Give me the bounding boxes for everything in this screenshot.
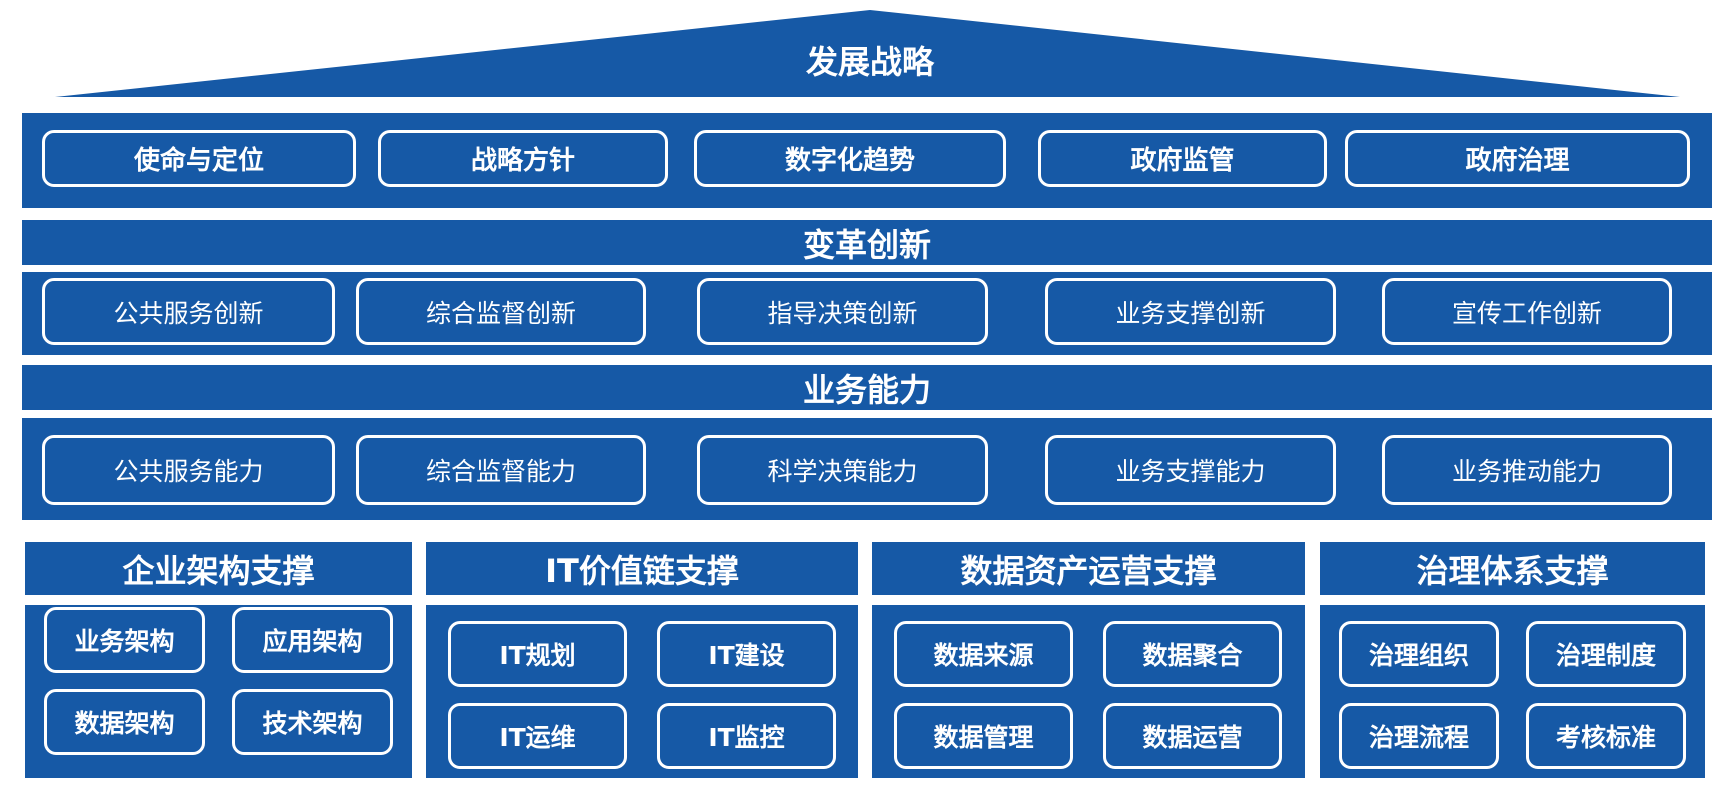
capability-item: 业务支撑能力 xyxy=(1045,435,1336,505)
support-title: 治理体系支撑 xyxy=(1320,542,1705,595)
innovation-item: 宣传工作创新 xyxy=(1382,278,1672,345)
capability-item: 公共服务能力 xyxy=(42,435,335,505)
strategy-item: 政府治理 xyxy=(1345,130,1690,187)
support-item: IT规划 xyxy=(448,621,627,687)
support-title: 数据资产运营支撑 xyxy=(872,542,1305,595)
capability-item: 科学决策能力 xyxy=(697,435,988,505)
innovation-item: 业务支撑创新 xyxy=(1045,278,1336,345)
support-title: IT价值链支撑 xyxy=(426,542,858,595)
innovation-item: 指导决策创新 xyxy=(697,278,988,345)
roof-shape xyxy=(55,10,1680,97)
support-item: 治理组织 xyxy=(1339,621,1499,687)
capability-item: 业务推动能力 xyxy=(1382,435,1672,505)
support-item: 数据聚合 xyxy=(1103,621,1282,687)
support-item: 技术架构 xyxy=(232,689,393,755)
strategy-item: 战略方针 xyxy=(378,130,668,187)
support-item: 业务架构 xyxy=(44,607,205,673)
capability-item: 综合监督能力 xyxy=(356,435,646,505)
support-item: IT运维 xyxy=(448,703,627,769)
support-title: 企业架构支撑 xyxy=(25,542,412,595)
support-item: IT建设 xyxy=(657,621,836,687)
strategy-item: 数字化趋势 xyxy=(694,130,1006,187)
support-item: 数据运营 xyxy=(1103,703,1282,769)
innovation-title: 变革创新 xyxy=(22,220,1712,265)
support-item: IT监控 xyxy=(657,703,836,769)
innovation-item: 综合监督创新 xyxy=(356,278,646,345)
capability-title: 业务能力 xyxy=(22,365,1712,410)
support-item: 数据管理 xyxy=(894,703,1073,769)
support-item: 应用架构 xyxy=(232,607,393,673)
strategy-item: 政府监管 xyxy=(1038,130,1327,187)
support-item: 考核标准 xyxy=(1526,703,1686,769)
roof-title: 发展战略 xyxy=(805,43,934,81)
support-item: 数据来源 xyxy=(894,621,1073,687)
support-item: 治理制度 xyxy=(1526,621,1686,687)
support-item: 治理流程 xyxy=(1339,703,1499,769)
support-item: 数据架构 xyxy=(44,689,205,755)
strategy-item: 使命与定位 xyxy=(42,130,356,187)
innovation-item: 公共服务创新 xyxy=(42,278,335,345)
